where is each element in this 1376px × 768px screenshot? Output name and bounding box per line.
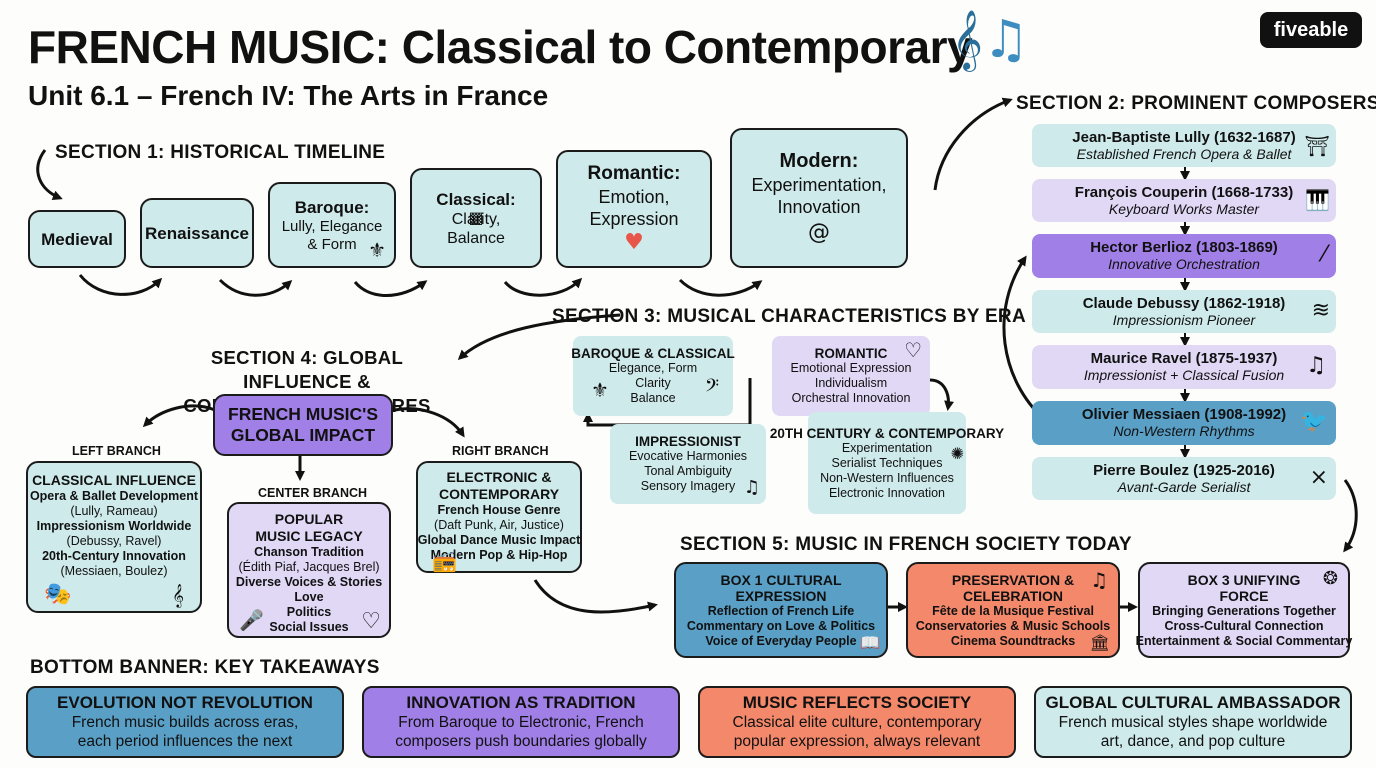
era-baroque: Baroque: Lully, Elegance & Form ⚜ (268, 182, 396, 268)
bird-icon: 🐦 (1300, 409, 1328, 434)
heart-icon: ♥ (624, 230, 644, 255)
fiveable-logo: fiveable (1260, 12, 1362, 48)
char-romantic: ROMANTIC Emotional Expression Individual… (772, 336, 930, 416)
char-baroque-classical: BAROQUE & CLASSICAL Elegance, Form Clari… (571, 336, 735, 416)
society-box1: BOX 1 CULTURAL EXPRESSION Reflection of … (674, 562, 888, 658)
bass-clef-icon: 𝄢 (704, 376, 719, 401)
right-branch-label: RIGHT BRANCH (452, 444, 549, 458)
era-renaissance: Renaissance (140, 198, 254, 268)
theater-masks-icon: 🎭 (44, 582, 72, 607)
era-medieval: Medieval (28, 210, 126, 268)
center-branch-label: CENTER BRANCH (258, 486, 368, 500)
music-note-icon: ♫ (743, 477, 760, 498)
baton-icon: ⁄ (1322, 242, 1326, 267)
composer-lully: Jean-Baptiste Lully (1632-1687) Establis… (1032, 124, 1336, 167)
era-romantic: Romantic: Emotion, Expression ♥ (556, 150, 712, 268)
takeaway-society: MUSIC REFLECTS SOCIETY Classical elite c… (698, 686, 1016, 758)
society-box2: PRESERVATION & CELEBRATION Fête de la Mu… (906, 562, 1120, 658)
section2-heading: SECTION 2: PROMINENT COMPOSERS (1016, 93, 1376, 114)
school-building-icon: 🏛 (1089, 633, 1110, 652)
pattern-icon: ▩ (468, 208, 484, 227)
microphone-icon: 🎤 (239, 608, 264, 632)
banner-heading: BOTTOM BANNER: KEY TAKEAWAYS (30, 657, 380, 678)
popular-music-box: POPULAR MUSIC LEGACY Chanson Tradition (… (227, 502, 391, 638)
composer-berlioz: Hector Berlioz (1803-1869) Innovative Or… (1032, 234, 1336, 278)
spiral-icon: @ (808, 219, 830, 245)
waves-icon: ≋ (1311, 298, 1330, 323)
composer-messiaen: Olivier Messiaen (1908-1992) Non-Western… (1032, 401, 1336, 445)
takeaway-innovation: INNOVATION AS TRADITION From Baroque to … (362, 686, 680, 758)
electronic-box: ELECTRONIC & CONTEMPORARY French House G… (416, 461, 582, 573)
fleur-de-lis-icon: ⚜ (368, 238, 386, 262)
composer-ravel: Maurice Ravel (1875-1937) Impressionist … (1032, 345, 1336, 389)
takeaway-ambassador: GLOBAL CULTURAL AMBASSADOR French musica… (1034, 686, 1352, 758)
sheet-music-icon: 𝄞 (172, 583, 184, 607)
book-icon: 📖 (860, 633, 880, 652)
sparkle-icon: ✺ (950, 444, 964, 463)
page-subtitle: Unit 6.1 – French IV: The Arts in France (28, 80, 549, 111)
music-note-icon: ♫ (1306, 353, 1326, 378)
fleur-de-lis-icon: ⚜ (591, 378, 609, 402)
crosshatch-icon: ⨯ (1309, 465, 1328, 490)
composer-debussy: Claude Debussy (1862-1918) Impressionism… (1032, 290, 1336, 333)
era-modern: Modern: Experimentation, Innovation @ (730, 128, 908, 268)
heart-outline-icon: ♡ (361, 609, 381, 634)
section1-heading: SECTION 1: HISTORICAL TIMELINE (55, 142, 386, 163)
section3-heading: SECTION 3: MUSICAL CHARACTERISTICS BY ER… (552, 306, 1026, 327)
music-note-icon: ♫ (1090, 568, 1108, 592)
classical-influence-box: CLASSICAL INFLUENCE Opera & Ballet Devel… (26, 461, 202, 613)
page-title: FRENCH MUSIC: Classical to Contemporary (28, 21, 973, 73)
char-20th-century: 20TH CENTURY & CONTEMPORARY Experimentat… (770, 412, 1004, 514)
society-box3: BOX 3 UNIFYING FORCE Bringing Generation… (1136, 562, 1352, 658)
theater-stage-icon: ⛩ (1304, 134, 1330, 158)
section5-heading: SECTION 5: MUSIC IN FRENCH SOCIETY TODAY (680, 534, 1132, 555)
era-classical: Classical: Clarity, Balance ▩ (410, 168, 542, 268)
takeaway-evolution: EVOLUTION NOT REVOLUTION French music bu… (26, 686, 344, 758)
boombox-icon: 📻 (432, 549, 457, 573)
people-circle-icon: ❂ (1322, 568, 1338, 589)
heart-outline-icon: ♡ (904, 338, 922, 362)
global-impact-node: FRENCH MUSIC'S GLOBAL IMPACT (213, 394, 393, 456)
left-branch-label: LEFT BRANCH (72, 444, 161, 458)
composer-boulez: Pierre Boulez (1925-2016) Avant-Garde Se… (1032, 457, 1336, 500)
composer-couperin: François Couperin (1668-1733) Keyboard W… (1032, 179, 1336, 222)
music-notes-icon: 𝄞♫ (952, 10, 1030, 70)
char-impressionist: IMPRESSIONIST Evocative Harmonies Tonal … (610, 424, 766, 504)
piano-icon: 🎹 (1305, 188, 1330, 212)
